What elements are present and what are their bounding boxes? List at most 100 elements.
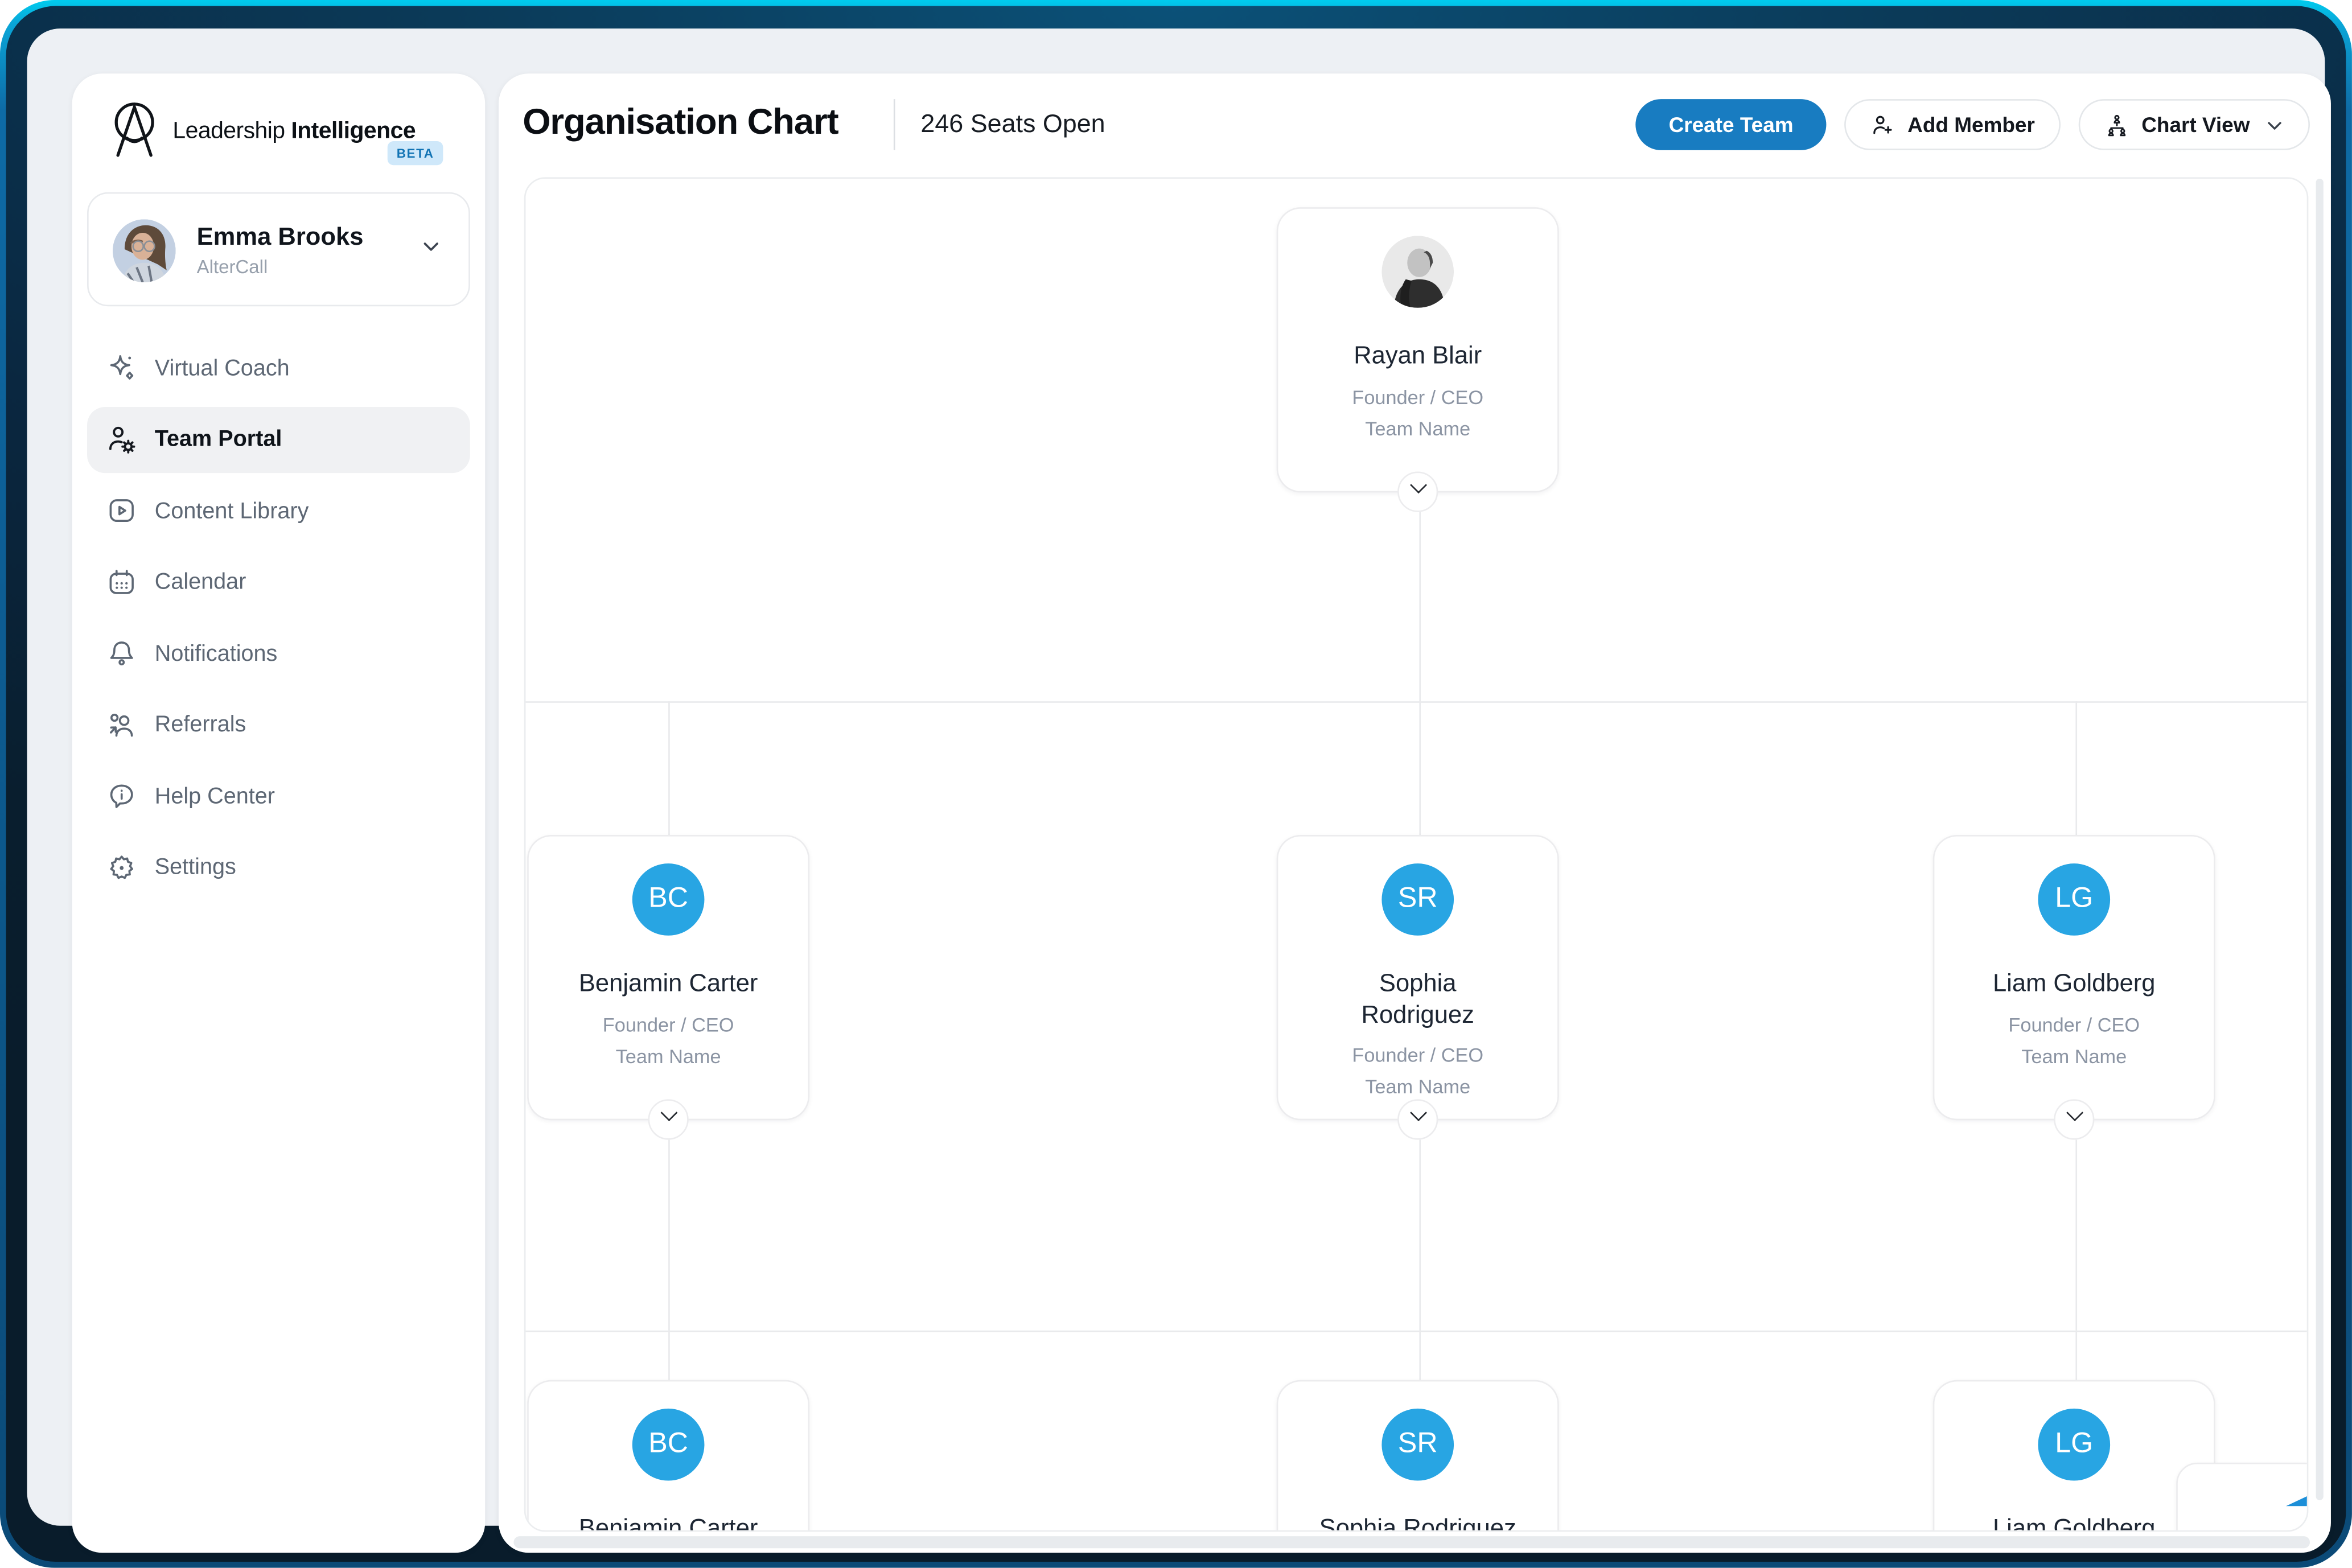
sidebar-item-label: Settings: [154, 854, 236, 880]
profile-name: Emma Brooks: [196, 224, 364, 251]
chevron-down-icon: [1409, 1104, 1426, 1122]
page-title: Organisation Chart: [523, 102, 839, 143]
member-team: Team Name: [1365, 417, 1471, 440]
collapse-toggle[interactable]: [2054, 1099, 2095, 1140]
avatar-initials: LG: [2038, 1408, 2111, 1481]
member-role: Founder / CEO: [602, 1013, 734, 1036]
user-gear-icon: [109, 426, 135, 453]
connector-line: [525, 1330, 2307, 1332]
chevron-down-icon: [660, 1104, 677, 1122]
sidebar-nav: Virtual Coach Team Portal: [87, 335, 470, 906]
vertical-scrollbar[interactable]: [2316, 178, 2324, 1500]
sidebar-item-calendar[interactable]: Calendar: [87, 549, 470, 615]
avatar-initials: BC: [632, 1408, 705, 1481]
chevron-down-icon: [2268, 121, 2281, 129]
person-plus-icon: [1873, 115, 1892, 134]
sidebar-item-help-center[interactable]: Help Center: [87, 763, 470, 829]
member-team: Team Name: [615, 1044, 721, 1068]
member-name: Rayan Blair: [1354, 342, 1482, 370]
gear-icon: [110, 855, 133, 878]
avatar-initials: SR: [1381, 863, 1454, 936]
connector-line: [668, 1330, 670, 1380]
member-team: Team Name: [1365, 1075, 1471, 1098]
org-card-root[interactable]: Rayan Blair Founder / CEO Team Name: [1276, 207, 1559, 512]
horizontal-scrollbar[interactable]: [513, 1536, 2310, 1549]
calendar-icon: [109, 569, 134, 594]
org-card[interactable]: LG Liam Goldberg Founder / CEO Team Name: [1932, 835, 2215, 1140]
connector-line: [668, 1139, 670, 1331]
member-role: Founder / CEO: [1352, 1044, 1484, 1067]
main-panel: Organisation Chart 246 Seats Open Create…: [498, 73, 2331, 1553]
chart-view-label: Chart View: [2141, 112, 2250, 137]
org-card[interactable]: LG Liam Goldberg: [1932, 1380, 2215, 1532]
seats-open-label: 246 Seats Open: [920, 109, 1105, 138]
sidebar-item-label: Virtual Coach: [154, 355, 290, 381]
profile-org: AlterCall: [196, 257, 268, 278]
avatar-initials: BC: [632, 863, 705, 936]
member-name: Benjamin Carter: [578, 970, 758, 997]
bell-icon: [110, 641, 133, 666]
chevron-down-icon: [2065, 1104, 2083, 1122]
sidebar-item-team-portal[interactable]: Team Portal: [87, 406, 470, 472]
sidebar-item-label: Team Portal: [154, 426, 282, 452]
org-card[interactable]: BC Benjamin Carter: [527, 1380, 810, 1532]
sidebar-item-virtual-coach[interactable]: Virtual Coach: [87, 335, 470, 401]
org-chart-canvas[interactable]: Rayan Blair Founder / CEO Team Name BC B…: [524, 177, 2309, 1532]
sidebar-item-notifications[interactable]: Notifications: [87, 620, 470, 686]
sidebar: Leadership Intelligence BETA: [72, 73, 486, 1553]
collapse-toggle[interactable]: [1397, 471, 1438, 512]
avatar-initials: SR: [1381, 1408, 1454, 1481]
sidebar-item-label: Notifications: [154, 640, 278, 666]
connector-line: [1419, 1330, 1421, 1380]
member-team: Team Name: [2021, 1044, 2127, 1068]
member-name: Liam Goldberg: [1992, 1515, 2156, 1532]
referral-icon: [110, 713, 133, 736]
create-team-button[interactable]: Create Team: [1635, 99, 1827, 150]
avatar-initials: LG: [2038, 863, 2111, 936]
play-square-icon: [109, 499, 134, 522]
avatar: [112, 219, 176, 283]
org-card[interactable]: SR Sophia Rodriguez Founder / CEO Team N…: [1276, 835, 1559, 1140]
add-member-label: Add Member: [1907, 112, 2035, 137]
sidebar-item-settings[interactable]: Settings: [87, 834, 470, 900]
member-name: Sophia Rodriguez: [1319, 1515, 1516, 1532]
member-name: Benjamin Carter: [578, 1515, 758, 1532]
sidebar-item-label: Content Library: [154, 497, 309, 524]
sidebar-item-referrals[interactable]: Referrals: [87, 692, 470, 758]
member-name: Liam Goldberg: [1992, 970, 2156, 997]
help-bubble-icon: [110, 784, 133, 808]
sidebar-item-content-library[interactable]: Content Library: [87, 478, 470, 544]
chart-view-button[interactable]: Chart View: [2078, 99, 2310, 150]
sparkle-icon: [110, 355, 134, 380]
org-chart-icon: [2108, 114, 2125, 135]
sidebar-item-label: Referrals: [154, 711, 246, 738]
sidebar-item-label: Help Center: [154, 783, 275, 809]
app-background: Leadership Intelligence BETA: [27, 28, 2331, 1553]
collapse-toggle[interactable]: [1397, 1099, 1438, 1140]
org-card[interactable]: SR Sophia Rodriguez: [1276, 1380, 1559, 1532]
collapse-toggle[interactable]: [648, 1099, 689, 1140]
brand-mark-icon: [114, 102, 154, 157]
org-card[interactable]: BC Benjamin Carter Founder / CEO Team Na…: [527, 835, 810, 1140]
connector-line: [1419, 512, 1421, 702]
chart-controls-panel[interactable]: [2176, 1462, 2307, 1530]
connector-line: [2075, 701, 2078, 836]
brand-logo: Leadership Intelligence: [110, 92, 416, 160]
member-name: Sophia Rodriguez: [1361, 970, 1474, 1028]
profile-switcher[interactable]: Emma Brooks AlterCall: [87, 192, 470, 307]
add-member-button[interactable]: Add Member: [1844, 99, 2061, 150]
member-role: Founder / CEO: [1352, 385, 1484, 408]
sidebar-item-label: Calendar: [154, 569, 246, 595]
beta-badge: BETA: [387, 141, 443, 166]
connector-line: [2075, 1139, 2078, 1331]
member-role: Founder / CEO: [2008, 1013, 2140, 1036]
connector-line: [1419, 701, 1421, 836]
create-team-label: Create Team: [1668, 112, 1794, 137]
connector-line: [668, 701, 670, 836]
connector-line: [2075, 1330, 2078, 1380]
connector-line: [525, 701, 2307, 703]
avatar: [1381, 236, 1454, 308]
connector-line: [1419, 1139, 1421, 1331]
brand-wordmark: Leadership Intelligence: [172, 118, 416, 145]
